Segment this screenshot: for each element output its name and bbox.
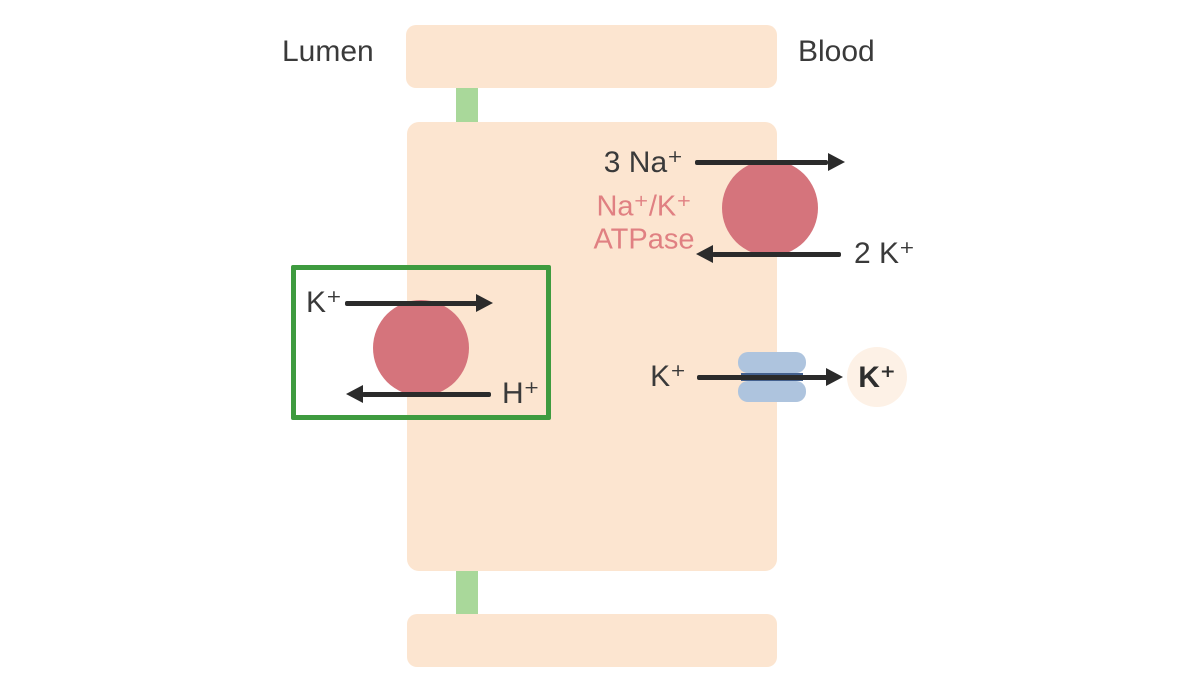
sodium-efflux-arrow-head-icon: [828, 153, 845, 171]
secreted-potassium-circle-icon: K⁺: [847, 347, 907, 407]
membrane-top-segment: [406, 25, 777, 88]
secreted-potassium-label: K⁺: [858, 360, 896, 394]
potassium-efflux-arrow-head-icon: [826, 368, 843, 386]
k-channel-top-lobe-icon: [738, 352, 806, 373]
nak-pump-name-line1: Na⁺/K⁺: [596, 190, 692, 223]
hk-pump-highlight-box: [291, 265, 551, 420]
tight-junction-top-icon: [456, 88, 478, 122]
k-channel-cytosol-label: K⁺: [650, 360, 686, 393]
lumen-region-label: Lumen: [282, 35, 374, 68]
blood-region-label: Blood: [798, 35, 875, 68]
hk-pump-potassium-label: K⁺: [306, 286, 342, 319]
nak-pump-circle-icon: [722, 160, 818, 256]
tight-junction-bottom-icon: [456, 571, 478, 614]
hk-pump-hydrogen-label: H⁺: [502, 377, 540, 410]
nak-pump-name-line2: ATPase: [593, 223, 695, 256]
nak-pump-sodium-label: 3 Na⁺: [603, 146, 683, 179]
k-channel-bottom-lobe-icon: [738, 381, 806, 402]
k-channel-pore-icon: [741, 373, 803, 381]
hk-pump-circle-icon: [373, 300, 469, 396]
k-channel-icon: [738, 352, 806, 402]
membrane-bottom-segment: [407, 614, 777, 667]
nak-pump-potassium-label: 2 K⁺: [854, 237, 915, 270]
